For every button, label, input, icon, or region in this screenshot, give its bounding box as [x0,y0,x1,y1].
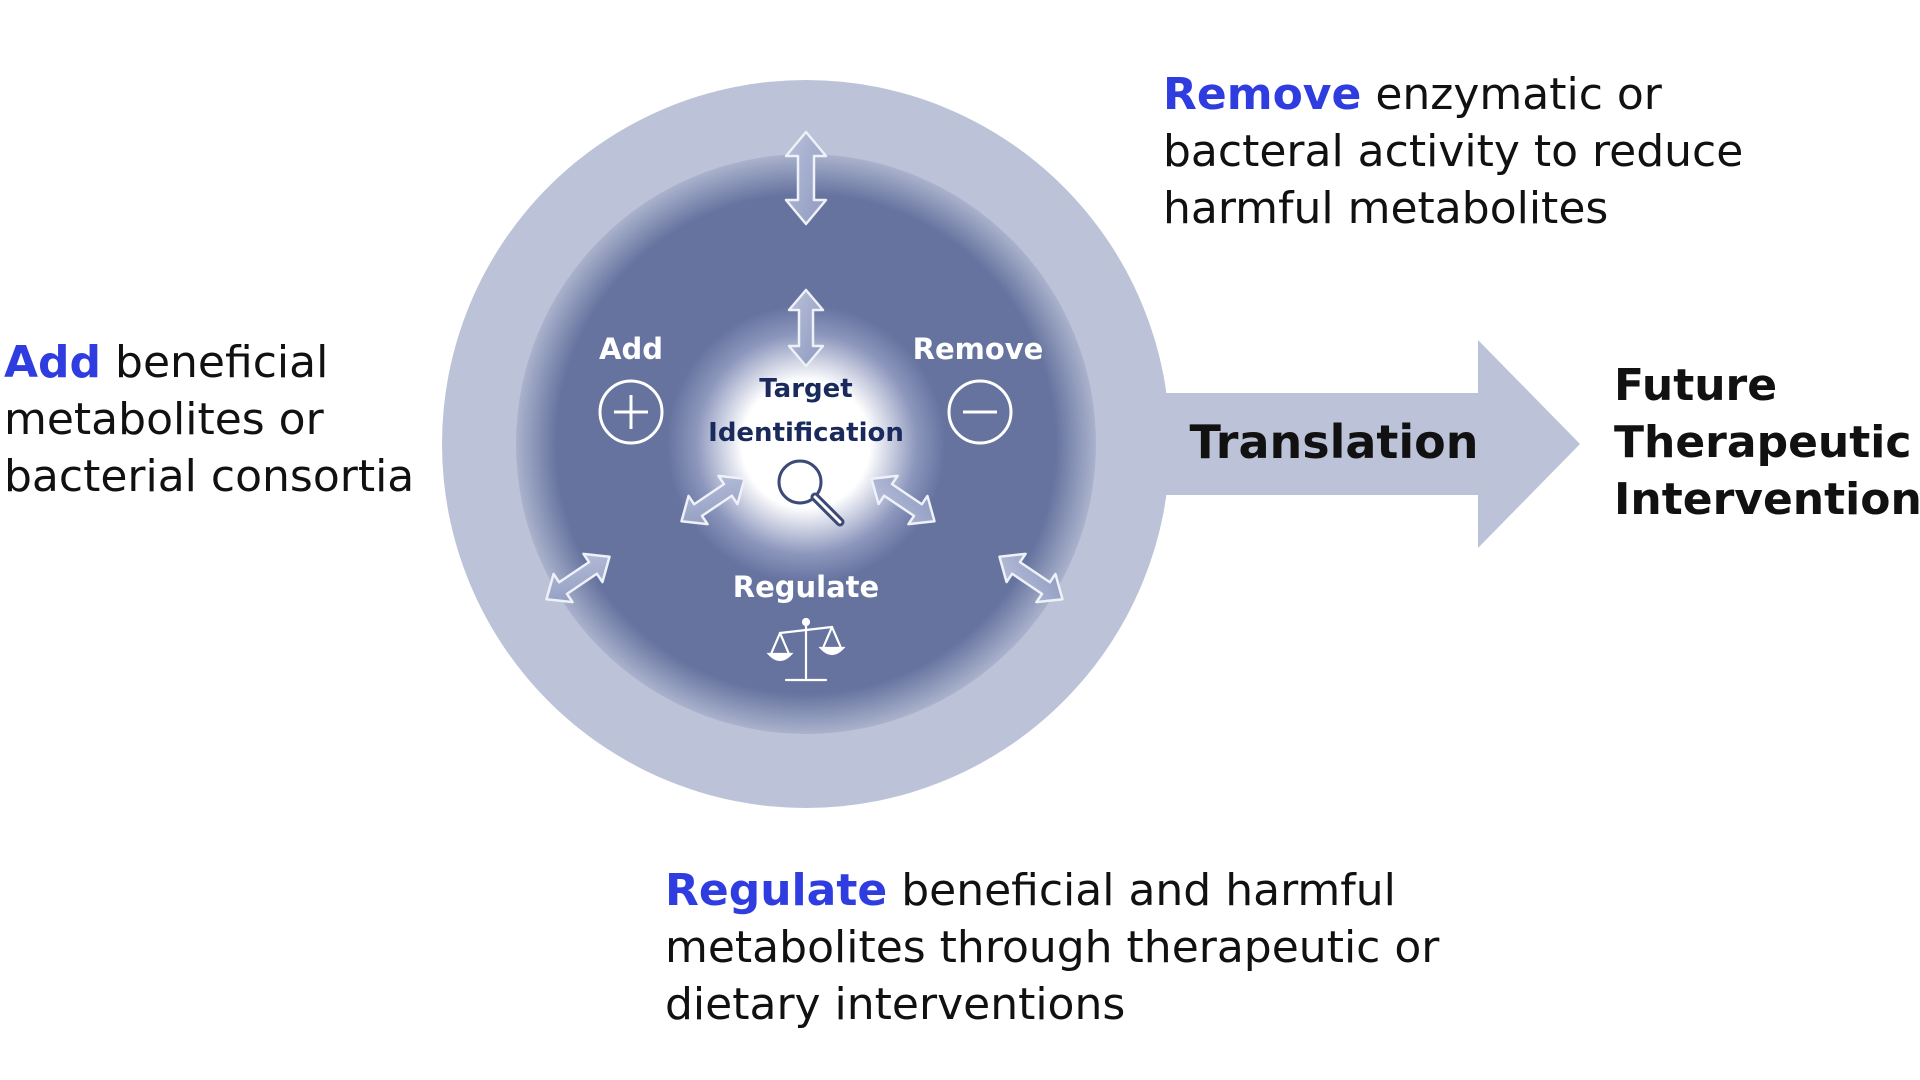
translation-arrow [1100,340,1580,548]
caption-regulate: Regulate beneficial and harmful metaboli… [665,862,1439,1033]
caption-regulate-line-3: dietary interventions [665,979,1126,1030]
caption-remove-line-1: Remove enzymatic or [1163,66,1743,123]
inner-disc [516,154,1096,734]
caption-regulate-line-2: metabolites through therapeutic or [665,922,1440,973]
outcome-line-2: Therapeutic [1614,417,1911,468]
magnifier-icon [777,459,845,527]
label-target: Target [759,374,852,404]
label-regulate: Regulate [733,570,879,604]
caption-remove-line-3: harmful metabolites [1163,183,1609,234]
caption-regulate-line-1: Regulate beneficial and harmful [665,862,1439,919]
caption-add-line-2: metabolites or [4,394,324,445]
label-remove: Remove [913,332,1044,366]
label-add: Add [599,332,663,366]
caption-regulate-line-1-rest: beneficial and harmful [887,865,1396,916]
caption-remove-keyword: Remove [1163,69,1362,120]
caption-remove-line-1-rest: enzymatic or [1361,69,1662,120]
caption-add-line-1: Add beneficial [4,334,414,391]
outcome-label: Future Therapeutic Interventions [1614,360,1920,525]
balance-scale-icon [766,617,846,682]
caption-add-keyword: Add [4,337,102,388]
plus-circle-icon [598,379,664,445]
label-identification: Identification [708,418,904,448]
label-translation: Translation [1189,415,1478,469]
caption-add-line-1-rest: beneficial [101,337,329,388]
caption-add: Add beneficial metabolites or bacterial … [4,334,414,505]
minus-circle-icon [947,379,1013,445]
caption-regulate-keyword: Regulate [665,865,888,916]
outcome-line-1: Future [1614,360,1777,411]
caption-remove-line-2: bacteral activity to reduce [1163,126,1744,177]
caption-remove: Remove enzymatic or bacteral activity to… [1163,66,1743,237]
outcome-line-3: Interventions [1614,474,1920,525]
caption-add-line-3: bacterial consortia [4,451,415,502]
